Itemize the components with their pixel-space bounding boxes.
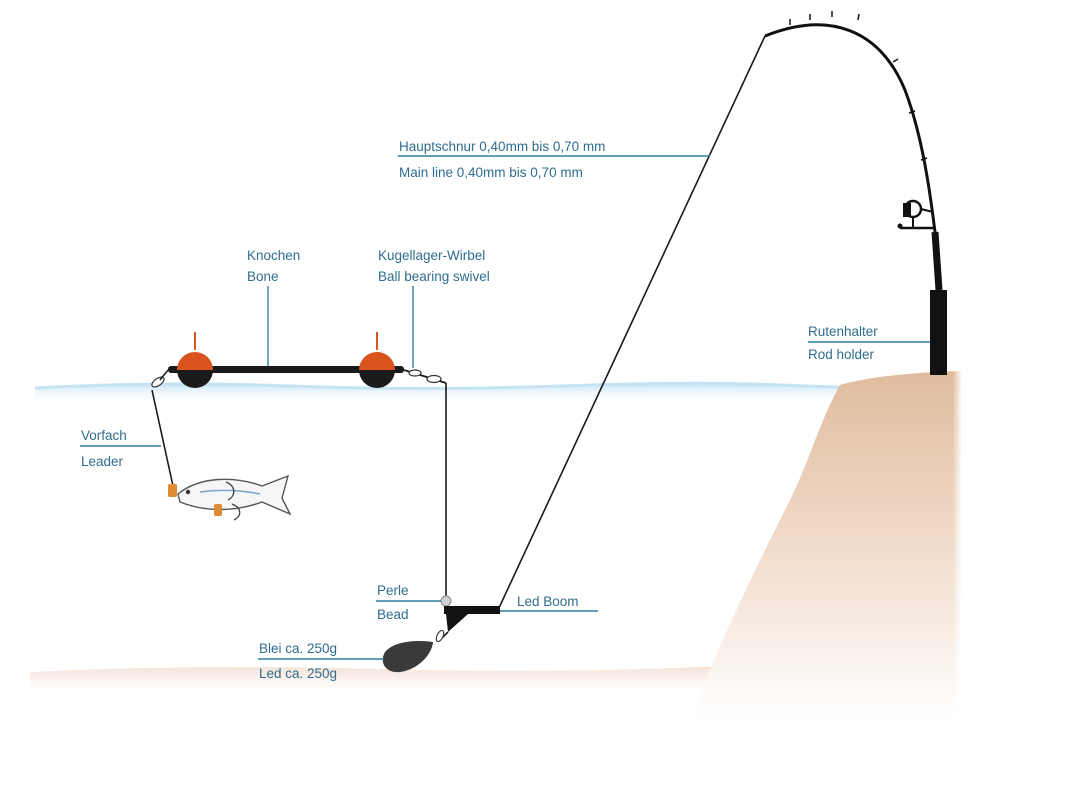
rod-holder-label-en: Rod holder (808, 347, 875, 362)
swivel-label-en: Ball bearing swivel (378, 269, 490, 284)
lead-weight (382, 641, 433, 673)
bone-label-en: Bone (247, 269, 279, 284)
led-boom (435, 606, 500, 643)
label-leaders (80, 155, 930, 660)
river-bank (690, 360, 962, 730)
leader-label-de: Vorfach (81, 428, 127, 443)
led-boom-label: Led Boom (517, 594, 579, 609)
ball-bearing-swivel (403, 369, 447, 384)
riverbed (30, 666, 720, 690)
swivel-label-de: Kugellager-Wirbel (378, 248, 485, 263)
main-line (497, 35, 766, 611)
spinning-reel-icon (897, 199, 934, 230)
bone-label-de: Knochen (247, 248, 300, 263)
main-line-label-de: Hauptschnur 0,40mm bis 0,70 mm (399, 139, 605, 154)
rod-holder (930, 290, 947, 375)
rod-guides (789, 11, 928, 161)
bead-label-en: Bead (377, 607, 409, 622)
float-icon (359, 352, 395, 388)
bead-label-de: Perle (377, 583, 409, 598)
lead-label-en: Led ca. 250g (259, 666, 337, 681)
lead-label-de: Blei ca. 250g (259, 641, 337, 656)
leader-label-en: Leader (81, 454, 124, 469)
float-bone (168, 332, 404, 388)
main-line-label-en: Main line 0,40mm bis 0,70 mm (399, 165, 583, 180)
float-icon (177, 352, 213, 388)
fish-bait-icon (168, 474, 292, 521)
labels: Hauptschnur 0,40mm bis 0,70 mm Main line… (81, 139, 878, 681)
rod-holder-label-de: Rutenhalter (808, 324, 878, 339)
leader-rig (151, 369, 174, 487)
bead (440, 595, 452, 607)
fishing-rod (764, 11, 947, 375)
water (34, 381, 861, 430)
